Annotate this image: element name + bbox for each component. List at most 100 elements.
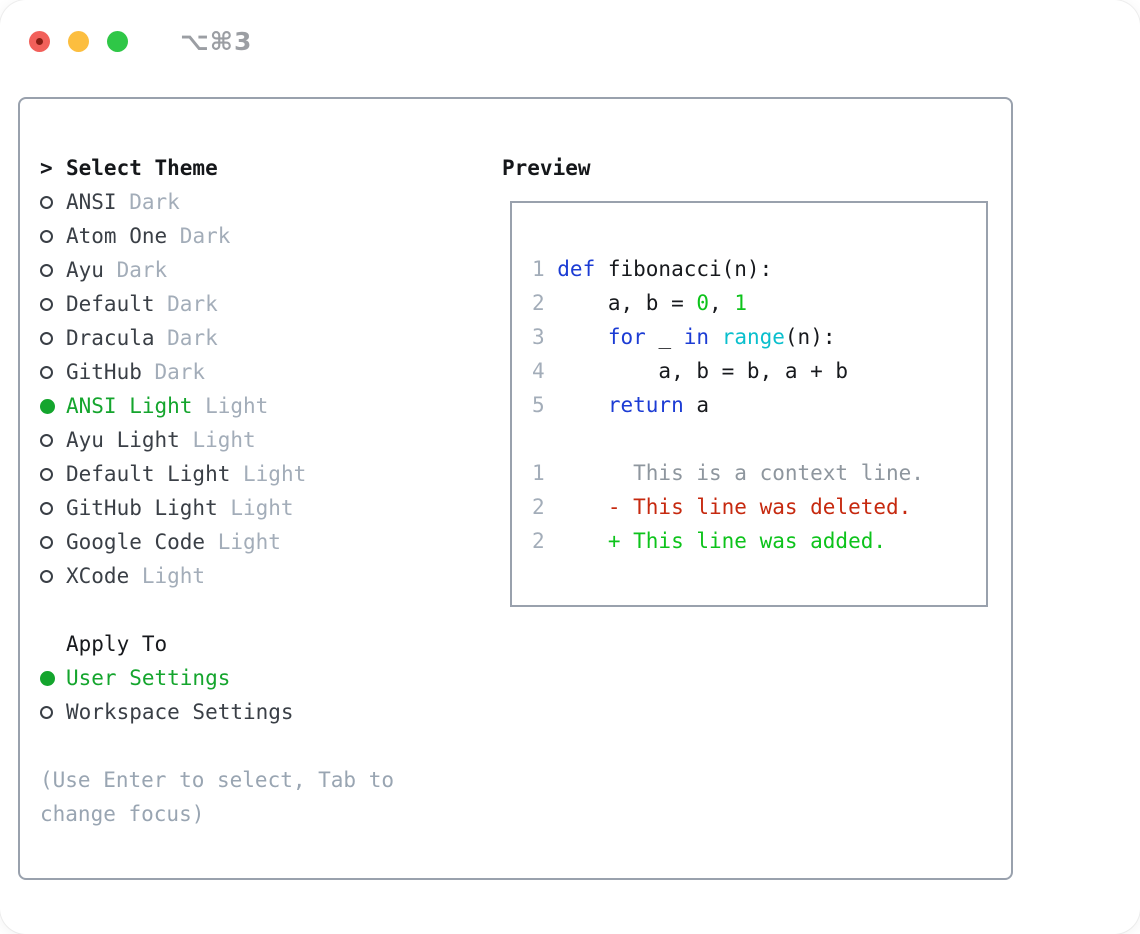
select-theme-title: Select Theme: [66, 156, 218, 180]
option-variant-label: Light: [192, 428, 256, 452]
theme-option[interactable]: Atom One Dark: [40, 219, 490, 253]
radio-unselected-icon: [40, 705, 53, 719]
radio-unselected-icon: [40, 535, 53, 549]
radio-unselected-icon: [40, 569, 53, 583]
code-line: 2 - This line was deleted.: [532, 490, 986, 524]
theme-option[interactable]: GitHub Dark: [40, 355, 490, 389]
apply-to-header: Apply To: [40, 627, 490, 661]
option-variant-label: Dark: [167, 292, 218, 316]
option-variant-label: Light: [217, 530, 281, 554]
code-token-plain: a, b =: [557, 291, 697, 315]
code-token-keyword: for: [607, 325, 646, 349]
code-token-deleted: - This line was deleted.: [607, 495, 912, 519]
code-line: 3 for _ in range(n):: [532, 320, 986, 354]
option-label: Dracula: [66, 326, 155, 350]
line-number: 5: [532, 393, 545, 417]
code-token-plain: fibonacci(n):: [595, 257, 773, 281]
radio-unselected-icon: [40, 331, 53, 345]
option-label: Atom One: [66, 224, 168, 248]
radio-unselected-icon: [40, 195, 53, 209]
code-token-plain: (n):: [784, 325, 836, 349]
option-label: Ayu: [66, 258, 104, 282]
help-text: (Use Enter to select, Tab to change focu…: [40, 768, 395, 826]
option-label: XCode: [66, 564, 130, 588]
theme-option[interactable]: Google Code Light: [40, 525, 490, 559]
theme-option[interactable]: Default Light Light: [40, 457, 490, 491]
option-label: User Settings: [66, 666, 231, 690]
theme-option[interactable]: GitHub Light Light: [40, 491, 490, 525]
option-label: GitHub Light: [66, 496, 218, 520]
code-token-keyword: in: [683, 325, 710, 349]
line-number: 2: [532, 529, 545, 553]
code-token-plain: a, b = b, a + b: [557, 359, 849, 383]
code-token-plain: a: [683, 393, 710, 417]
code-token-context: This is a context line.: [557, 461, 924, 485]
close-button-icon[interactable]: [29, 31, 50, 52]
line-number: 2: [532, 495, 545, 519]
select-theme-header: > Select Theme: [40, 151, 490, 185]
preview-box: 1 def fibonacci(n): 2 a, b = 0, 1 3 for _ i…: [510, 201, 988, 607]
code-token-number: 0: [696, 291, 710, 315]
theme-option[interactable]: Default Dark: [40, 287, 490, 321]
apply-to-option[interactable]: Workspace Settings: [40, 695, 490, 729]
code-line: 4 a, b = b, a + b: [532, 354, 986, 388]
line-number: 1: [532, 257, 545, 281]
line-number: 3: [532, 325, 545, 349]
option-label: Google Code: [66, 530, 206, 554]
window-title: ⌥⌘3: [180, 27, 253, 56]
option-label: Workspace Settings: [66, 700, 294, 724]
code-preview: 1 def fibonacci(n): 2 a, b = 0, 1 3 for _ i…: [532, 252, 986, 558]
radio-unselected-icon: [40, 263, 53, 277]
theme-option[interactable]: Dracula Dark: [40, 321, 490, 355]
option-variant-label: Dark: [167, 326, 218, 350]
code-token-builtin: range: [721, 325, 785, 349]
line-number: 1: [532, 461, 545, 485]
option-label: Default: [66, 292, 155, 316]
titlebar: ⌥⌘3: [29, 27, 252, 56]
code-token-keyword: def: [557, 257, 596, 281]
code-token-plain: [557, 393, 608, 417]
zoom-button-icon[interactable]: [107, 31, 128, 52]
code-token-keyword: return: [607, 393, 684, 417]
option-variant-label: Light: [205, 394, 269, 418]
code-token-plain: _: [645, 325, 684, 349]
option-label: GitHub: [66, 360, 142, 384]
code-token-plain: ,: [709, 291, 735, 315]
theme-option[interactable]: Ayu Light Light: [40, 423, 490, 457]
code-line: [532, 422, 986, 456]
option-label: Default Light: [66, 462, 231, 486]
spacer: [40, 593, 490, 627]
line-number: 4: [532, 359, 545, 383]
apply-to-title: Apply To: [66, 632, 168, 656]
spacer: [40, 729, 490, 763]
theme-option[interactable]: Ayu Dark: [40, 253, 490, 287]
apply-to-option[interactable]: User Settings: [40, 661, 490, 695]
radio-selected-icon: [40, 670, 55, 686]
radio-unselected-icon: [40, 365, 53, 379]
option-variant-label: Dark: [129, 190, 180, 214]
code-token-number: 1: [734, 291, 747, 315]
code-line: 1 def fibonacci(n):: [532, 252, 986, 286]
option-variant-label: Dark: [179, 224, 231, 248]
code-token-plain: [557, 529, 608, 553]
option-variant-label: Dark: [116, 258, 168, 282]
option-variant-label: Light: [243, 462, 307, 486]
code-token-plain: [557, 325, 608, 349]
minimize-button-icon[interactable]: [68, 31, 89, 52]
radio-unselected-icon: [40, 297, 53, 311]
code-line: 1 This is a context line.: [532, 456, 986, 490]
radio-unselected-icon: [40, 433, 53, 447]
option-label: Ayu Light: [66, 428, 180, 452]
option-variant-label: Light: [230, 496, 294, 520]
option-variant-label: Dark: [154, 360, 206, 384]
radio-unselected-icon: [40, 501, 53, 515]
code-token-plain: [557, 495, 608, 519]
radio-selected-icon: [40, 398, 55, 414]
